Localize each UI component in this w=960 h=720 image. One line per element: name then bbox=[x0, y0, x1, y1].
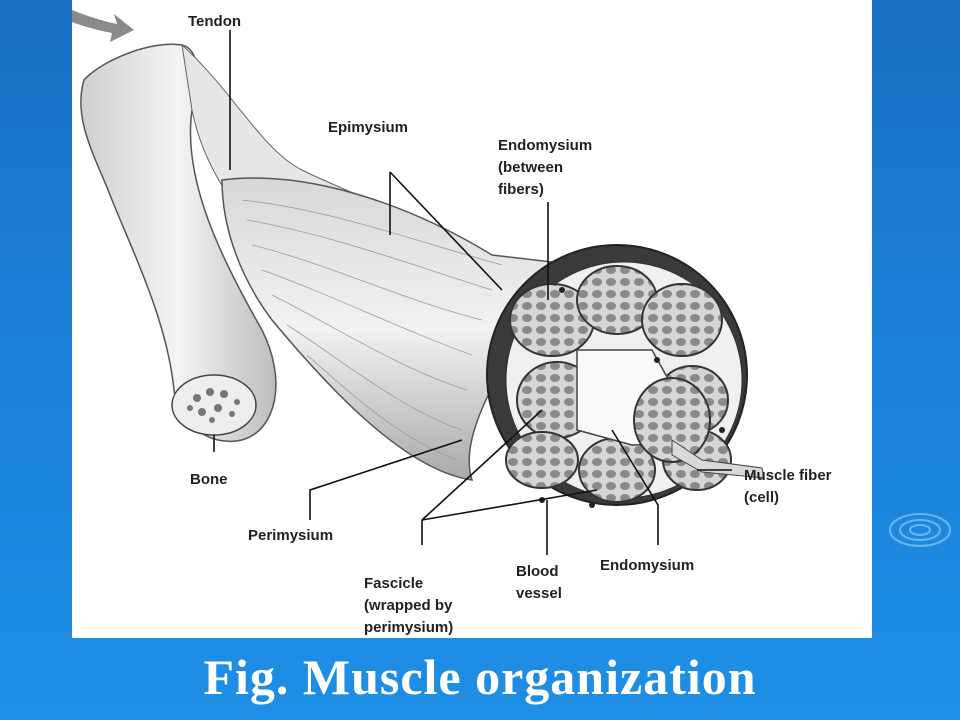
decorative-swirl bbox=[889, 513, 951, 547]
bone-cross-section bbox=[171, 374, 257, 436]
label-fascicle-1: Fascicle bbox=[364, 575, 423, 592]
figure-caption: Fig. Muscle organization bbox=[203, 649, 757, 705]
label-blood-2: vessel bbox=[516, 585, 562, 602]
label-epimysium: Epimysium bbox=[328, 119, 408, 136]
muscle-diagram: Tendon Epimysium Endomysium (between fib… bbox=[72, 10, 832, 636]
diagram-panel: Tendon Epimysium Endomysium (between fib… bbox=[72, 0, 872, 638]
pointer-arrow bbox=[72, 10, 134, 42]
label-perimysium: Perimysium bbox=[248, 527, 333, 544]
label-blood-1: Blood bbox=[516, 563, 559, 580]
leader-lines bbox=[213, 30, 732, 555]
label-endomysium-between-3: fibers) bbox=[498, 181, 544, 198]
label-endomysium: Endomysium bbox=[600, 557, 694, 574]
label-endomysium-between-1: Endomysium bbox=[498, 137, 592, 154]
muscle-fiber-strand bbox=[671, 439, 765, 479]
label-fascicle-3: perimysium) bbox=[364, 619, 453, 636]
label-bone: Bone bbox=[190, 471, 228, 488]
bone-shape bbox=[80, 43, 277, 443]
label-muscle-fiber-2: (cell) bbox=[744, 489, 779, 506]
label-muscle-fiber-1: Muscle fiber bbox=[744, 467, 832, 484]
muscle-striations bbox=[241, 199, 503, 461]
bone-pores bbox=[187, 388, 240, 423]
label-fascicle-2: (wrapped by bbox=[364, 597, 453, 614]
fascicle-end bbox=[633, 377, 711, 463]
label-tendon: Tendon bbox=[188, 13, 241, 30]
label-endomysium-between-2: (between bbox=[498, 159, 563, 176]
